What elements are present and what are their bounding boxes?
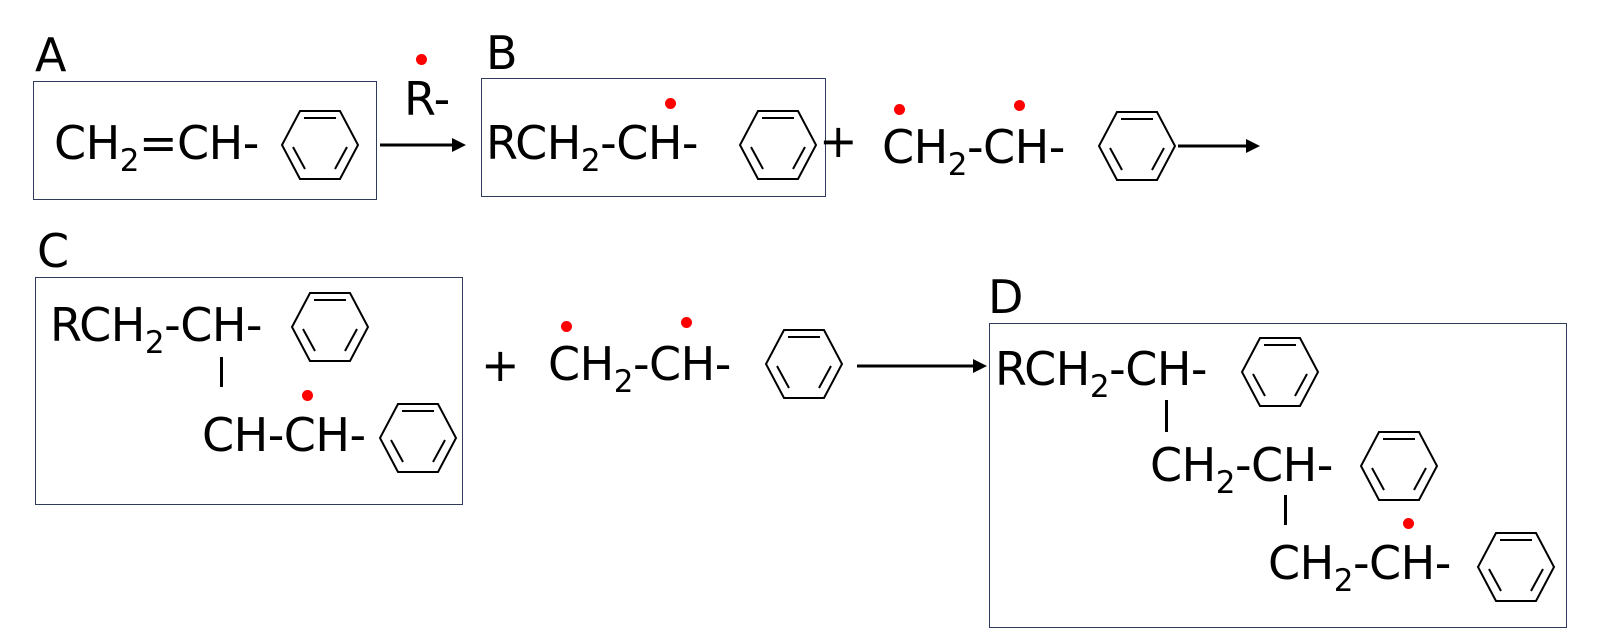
radical-dot — [665, 98, 676, 109]
bond-line — [1284, 495, 1287, 525]
formula-radical-b: RCH2-CH- — [486, 116, 699, 179]
benzene-ring-icon — [1476, 532, 1556, 602]
label-b: B — [486, 26, 518, 80]
formula-monomer: CH2=CH- — [54, 116, 259, 179]
radical-dot — [416, 54, 427, 65]
radical-dot — [1403, 518, 1414, 529]
formula-radical-ch2: CH2-CH- — [882, 120, 1065, 183]
box-c — [35, 277, 463, 505]
benzene-ring-icon — [378, 403, 458, 473]
reaction-arrow-icon — [380, 138, 466, 152]
radical-dot — [681, 317, 692, 328]
label-c: C — [37, 224, 70, 278]
benzene-ring-icon — [764, 329, 844, 399]
radical-dot — [1014, 100, 1025, 111]
benzene-ring-icon — [280, 110, 360, 180]
plus-sign: + — [819, 114, 858, 168]
box-d — [989, 323, 1567, 628]
benzene-ring-icon — [1359, 431, 1439, 501]
formula-dimer-top: RCH2-CH- — [50, 298, 263, 361]
benzene-ring-icon — [290, 292, 370, 362]
box-a — [33, 81, 377, 200]
bond-line — [220, 357, 223, 387]
benzene-ring-icon — [738, 110, 818, 180]
plus-sign: + — [481, 338, 520, 392]
reaction-arrow-icon — [857, 359, 987, 373]
formula-d-top: RCH2-CH- — [995, 342, 1208, 405]
radical-dot — [302, 390, 313, 401]
formula-radical-ch2: CH2-CH- — [548, 337, 731, 400]
box-b — [481, 78, 826, 197]
radical-dot — [894, 104, 905, 115]
label-d: D — [988, 270, 1024, 324]
benzene-ring-icon — [1097, 111, 1177, 181]
formula-d-bottom: CH2-CH- — [1268, 536, 1451, 599]
formula-d-mid: CH2-CH- — [1150, 438, 1333, 501]
formula-dimer-bottom: CH-CH- — [202, 408, 366, 462]
reagent-label: R- — [404, 72, 450, 126]
benzene-ring-icon — [1240, 337, 1320, 407]
bond-line — [1165, 400, 1168, 432]
label-a: A — [35, 28, 67, 82]
radical-dot — [561, 321, 572, 332]
reaction-arrow-icon — [1178, 139, 1260, 153]
